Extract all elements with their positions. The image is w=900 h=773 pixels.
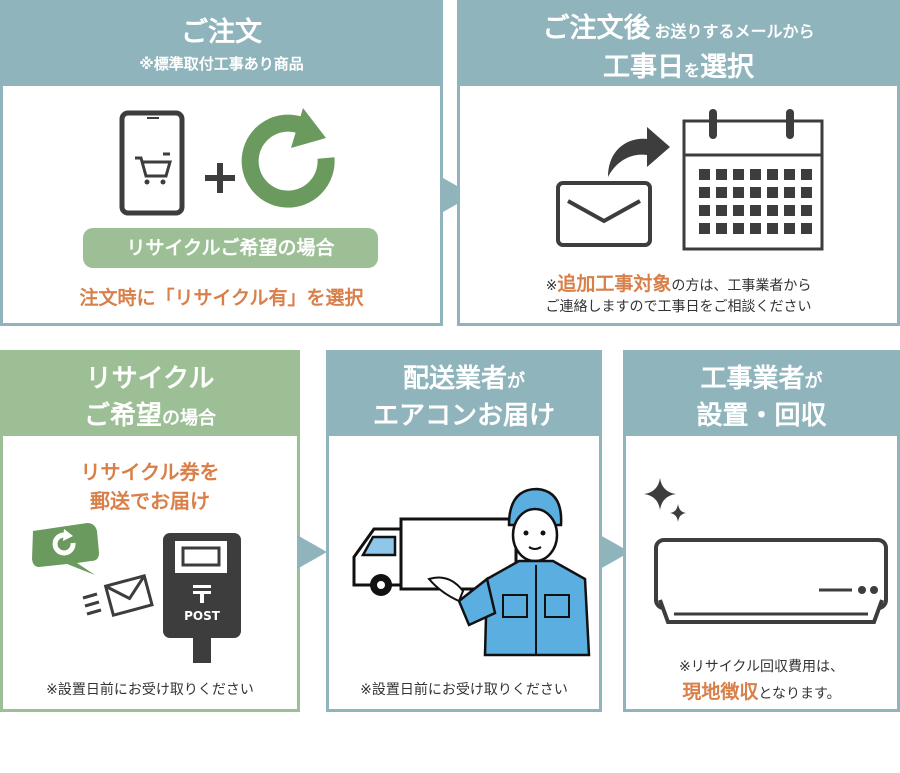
step-install-title2: 設置・回収 [696,401,827,431]
plus-icon [205,163,235,193]
step-install-note-line2: 現地徴収となります。 [682,681,841,703]
step-schedule-note-line2: ご連絡しますので工事日をご相談ください [545,299,812,315]
step-install: 工事業者が 設置・回収 ※リサイクル回収費用は、 現地徴収となります。 [623,350,900,712]
step-delivery-header: 配送業者が エアコンお届け [326,350,602,436]
step-schedule: ご注文後お送りするメールから 工事日を選択 ※追加工事対象の方は、工事業者から … [457,0,900,326]
step-install-title-small: が [804,371,823,392]
envelope-icon [556,181,652,247]
step-recycle-title: リサイクル [85,364,215,394]
step-delivery: 配送業者が エアコンお届け ※設置日前にお受け取りください [326,350,602,712]
step-schedule-title3: 選択 [700,52,754,83]
step-schedule-note: ※追加工事対象の方は、工事業者から [545,273,812,295]
recycle-arrow-icon [241,108,335,208]
step-schedule-header: ご注文後お送りするメールから 工事日を選択 [457,0,900,86]
step-schedule-title2-small: を [683,61,700,80]
step-delivery-title-small: が [507,371,525,392]
step-schedule-title2: 工事日 [602,52,684,83]
recycle-pill: リサイクルご希望の場合 [83,228,378,268]
flying-envelope-icon [82,574,154,618]
step-recycle-highlight-2: 郵送でお届け [90,489,210,513]
step-order-note: 注文時に「リサイクル有」を選択 [79,287,364,309]
step-recycle: リサイクル ご希望の場合 リサイクル券を 郵送でお届け POST ※設置日前にお… [0,350,300,712]
postbox-icon: POST [163,533,241,663]
step-install-note: ※リサイクル回収費用は、 [678,659,845,675]
calendar-icon [682,109,824,251]
curved-arrow-icon [608,127,670,177]
step-delivery-note: ※設置日前にお受け取りください [360,682,568,698]
step-delivery-title: 配送業者 [402,364,507,394]
delivery-worker-icon [427,487,591,657]
step-order-subtitle: ※標準取付工事あり商品 [139,55,304,73]
step-schedule-title-small: お送りするメールから [654,22,815,41]
sparkle-icon [644,478,686,522]
step-order-title: ご注文 [181,17,262,48]
step-recycle-title2: ご希望 [83,401,162,431]
step-recycle-header: リサイクル ご希望の場合 [0,350,300,436]
step-install-header: 工事業者が 設置・回収 [623,350,900,436]
smartphone-cart-icon [119,110,185,216]
post-label: POST [184,609,221,623]
step-recycle-title2-small: の場合 [162,408,216,429]
step-delivery-title2: エアコンお届け [372,401,555,431]
step-recycle-note: ※設置日前にお受け取りください [46,682,254,698]
step-install-title: 工事業者 [700,364,805,394]
install-note-highlight: 現地徴収 [682,681,759,703]
step-order: ご注文 ※標準取付工事あり商品 リサイクルご希望の場合 注文時に「リサイクル有」… [0,0,443,326]
flow-arrow-2 [297,535,327,569]
recycle-chat-bubble-icon [32,523,99,575]
note-highlight: 追加工事対象 [557,273,672,295]
air-conditioner-icon [654,538,888,624]
calendar-day-grid [699,169,812,234]
step-order-header: ご注文 ※標準取付工事あり商品 [0,0,443,86]
step-schedule-title: ご注文後 [542,13,651,44]
step-recycle-highlight-1: リサイクル券を [80,460,220,484]
